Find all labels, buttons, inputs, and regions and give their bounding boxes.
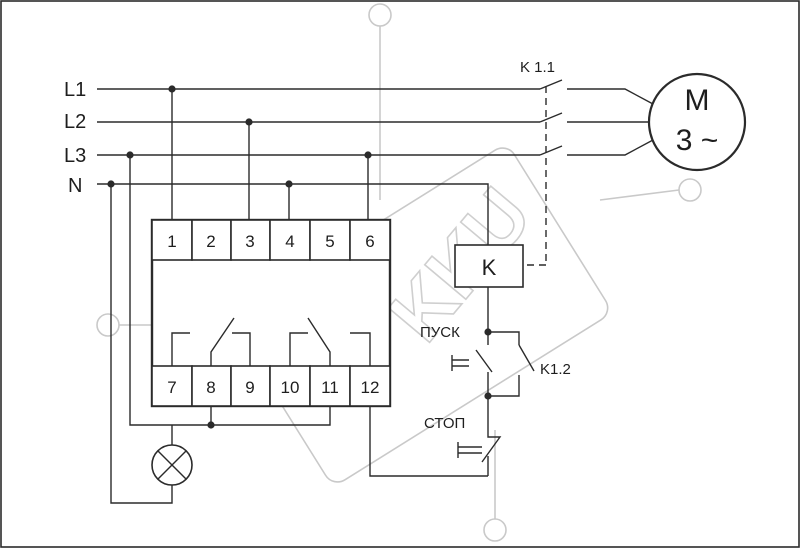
relay-contact-group-2 [289,317,371,366]
terminal-bottom-7: 7 [167,378,176,397]
contactor-main-label: K 1.1 [520,59,555,76]
supply-lines: L1 L2 L3 N [64,79,528,245]
terminal-top-5: 5 [325,232,334,251]
line-label-l3: L3 [64,145,86,167]
motor-phase-label: 3 ~ [676,124,719,157]
stop-button-icon [457,396,502,476]
relay-supply-wires [107,85,372,220]
aux-contact-icon [488,344,535,397]
line-label-l1: L1 [64,79,86,101]
junction-l3 [364,151,372,159]
control-circuit: K ПУСК K1.2 СТОП [369,244,571,477]
contactor-coil-label: K [482,255,497,280]
relay-module: 1 2 3 4 5 6 7 8 9 10 11 12 [150,218,392,408]
aux-contact-label: K1.2 [540,361,571,378]
terminal-top-3: 3 [245,232,254,251]
terminal-bottom-9: 9 [245,378,254,397]
motor-label: M [685,84,710,117]
junction-n [285,180,293,188]
terminal-bottom-8: 8 [206,378,215,397]
stop-button-label: СТОП [424,415,465,432]
motor: M 3 ~ [647,72,747,172]
terminal-top-2: 2 [206,232,215,251]
terminal-top-4: 4 [285,232,294,251]
lamp-circuit [110,155,331,504]
line-label-n: N [68,175,82,197]
terminal-top-1: 1 [167,232,176,251]
start-button-label: ПУСК [420,324,460,341]
line-label-l2: L2 [64,111,86,133]
junction-l2 [245,118,253,126]
terminal-top-6: 6 [365,232,374,251]
lamp-icon [151,444,193,486]
contactor-main-contacts: K 1.1 [520,59,654,266]
terminal-bottom-12: 12 [361,378,380,397]
contactor-coil [454,244,524,288]
terminal-bottom-11: 11 [321,378,339,397]
rail-n [97,183,489,245]
junction-l1 [168,85,176,93]
relay-contact-group-1 [171,317,251,366]
start-button-icon [451,332,493,396]
terminal-bottom-10: 10 [281,378,300,397]
